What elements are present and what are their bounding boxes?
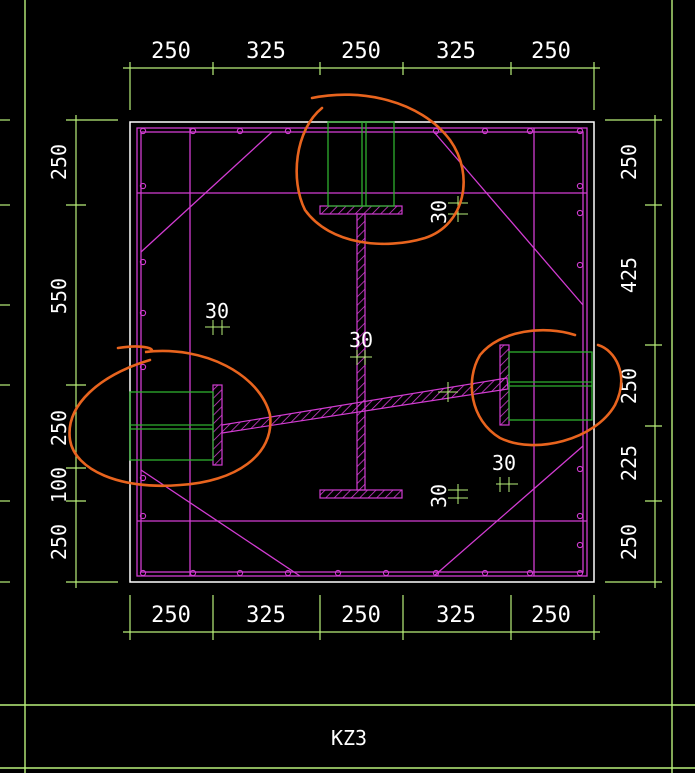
dim-left-2: 550 [47, 278, 71, 314]
dim-left-1: 250 [47, 144, 71, 180]
gap-web-center: 30 [349, 328, 373, 352]
dim-top-4: 325 [436, 39, 476, 64]
dim-bottom-4: 325 [436, 603, 476, 628]
dim-left-5: 250 [47, 524, 71, 560]
dim-right-5: 250 [617, 524, 641, 560]
dimension-lines [0, 62, 662, 640]
gap-annotations: 30 30 30 30 30 [205, 196, 518, 508]
bottom-dimensions: 250 325 250 325 250 [151, 603, 571, 628]
dim-left-4: 100 [47, 467, 71, 503]
stud-connectors [129, 121, 593, 461]
dim-left-3: 250 [47, 410, 71, 446]
dim-right-2: 425 [617, 257, 641, 293]
member-label: KZ3 [331, 726, 367, 750]
dim-bottom-3: 250 [341, 603, 381, 628]
gap-left-flange: 30 [205, 299, 229, 323]
left-dimensions: 250 550 250 100 250 [47, 144, 71, 560]
dim-top-3: 250 [341, 39, 381, 64]
top-dimensions: 250 325 250 325 250 [151, 39, 571, 64]
gap-top-right: 30 [427, 200, 451, 224]
dim-bottom-5: 250 [531, 603, 571, 628]
gap-right-flange: 30 [492, 451, 516, 475]
dim-right-4: 225 [617, 445, 641, 481]
dim-top-2: 325 [246, 39, 286, 64]
rebar-dots [139, 127, 584, 577]
markup-circles [68, 93, 623, 488]
right-dimensions: 250 425 250 225 250 [617, 144, 641, 560]
dim-right-1: 250 [617, 144, 641, 180]
dim-bottom-1: 250 [151, 603, 191, 628]
dim-bottom-2: 325 [246, 603, 286, 628]
dim-top-5: 250 [531, 39, 571, 64]
dim-top-1: 250 [151, 39, 191, 64]
gap-bottom-right: 30 [427, 484, 451, 508]
